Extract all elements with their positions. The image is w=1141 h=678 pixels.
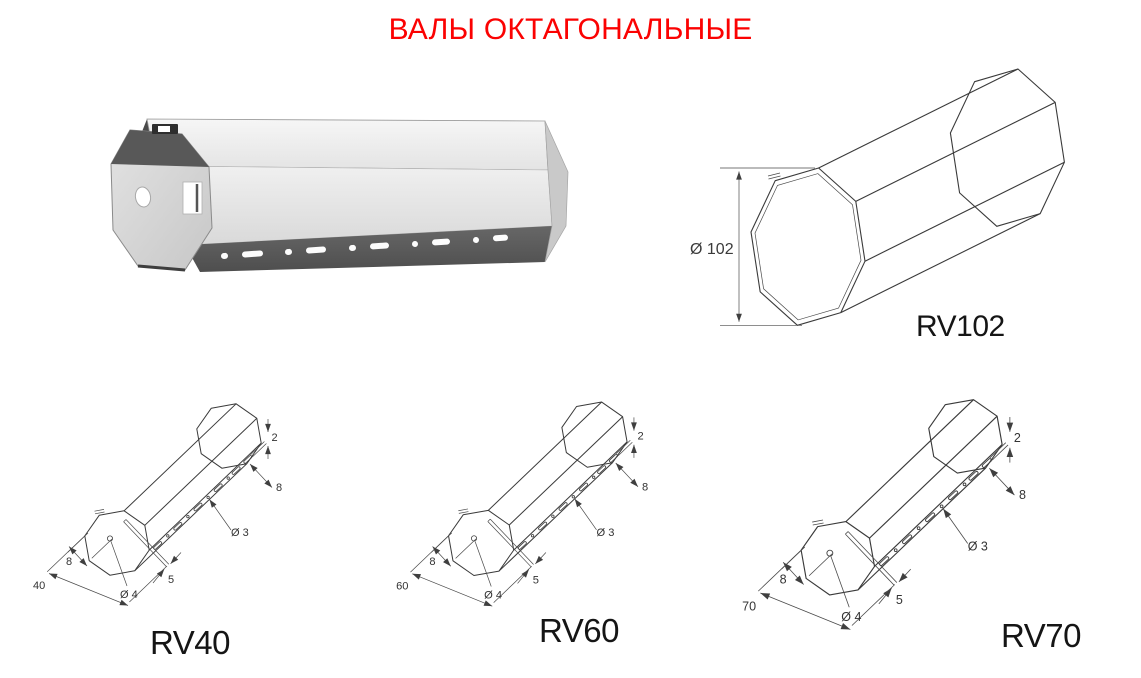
shaft-outline — [448, 401, 628, 577]
shaft-drawing-svg: 2 8 Ø 3 8 5 60 Ø 4 — [396, 401, 648, 607]
shaft-label: RV70 — [1001, 617, 1081, 654]
shaft-body — [130, 118, 569, 272]
shaft-drawing-svg: 2 8 Ø 3 8 5 40 Ø 4 — [33, 403, 282, 606]
dimension-lines: 2 8 Ø 3 8 5 40 Ø 4 — [33, 419, 282, 606]
end-cap-round-hole — [134, 186, 152, 208]
dim-side-hole: Ø 3 — [231, 527, 249, 539]
dim-groove-width: 5 — [168, 574, 174, 586]
dim-shaft-size: 40 — [33, 580, 45, 592]
dim-slot-height: 2 — [272, 432, 278, 444]
end-cap-slot-hole — [182, 181, 203, 215]
dim-end-hole: Ø 4 — [120, 589, 138, 601]
product-photo-art — [110, 118, 569, 272]
shaft-outline — [750, 68, 1065, 326]
dim-end-offset: 8 — [780, 572, 787, 586]
perforations — [879, 458, 992, 566]
dim-side-hole: Ø 3 — [596, 527, 614, 539]
end-face-hole — [107, 535, 114, 542]
end-face-hole — [826, 549, 834, 557]
rv102-diameter-text: Ø 102 — [690, 241, 734, 258]
perforation-slots — [221, 234, 508, 259]
end-face-hole — [470, 535, 478, 542]
rv102-drawing-svg: Ø 102 — [690, 68, 1065, 326]
dim-end-hole: Ø 4 — [484, 590, 502, 602]
shaft-drawing: 2 8 Ø 3 8 5 40 Ø 4 RV40 — [25, 383, 355, 661]
dim-end-offset: 8 — [66, 556, 72, 568]
page-title: ВАЛЫ ОКТАГОНАЛЬНЫЕ — [388, 13, 753, 46]
dimension-lines: 2 8 Ø 3 8 5 60 Ø 4 — [396, 417, 648, 607]
dim-end-hole: Ø 4 — [841, 610, 861, 624]
dim-slot-height: 2 — [637, 431, 643, 443]
dim-groove-width: 5 — [533, 574, 539, 586]
shaft-drawing: 2 8 Ø 3 8 5 70 Ø 4 RV70 — [733, 376, 1109, 661]
dim-slot-length: 8 — [1019, 488, 1026, 502]
dim-side-hole: Ø 3 — [968, 539, 988, 553]
shaft-drawing-svg: 2 8 Ø 3 8 5 70 Ø 4 — [742, 399, 1026, 630]
shaft-outline — [800, 399, 1003, 596]
shaft-label: RV60 — [539, 612, 619, 649]
dim-slot-length: 8 — [276, 482, 282, 494]
shaft-outline — [84, 403, 262, 576]
shaft-label: RV40 — [150, 624, 230, 661]
rv102-label: RV102 — [916, 310, 1005, 343]
dim-slot-length: 8 — [642, 481, 648, 493]
perforations — [153, 455, 253, 550]
dim-slot-height: 2 — [1014, 431, 1021, 445]
perforations — [517, 454, 618, 550]
dim-groove-width: 5 — [896, 593, 903, 607]
product-photo — [100, 112, 580, 292]
shaft-drawing: 2 8 Ø 3 8 5 60 Ø 4 RV60 — [388, 381, 722, 649]
dimension-lines: 2 8 Ø 3 8 5 70 Ø 4 — [742, 417, 1026, 630]
dim-shaft-size: 70 — [742, 600, 756, 614]
dim-end-offset: 8 — [429, 556, 435, 568]
rv102-drawing: Ø 102 RV102 — [680, 62, 1140, 362]
diameter-dimension: Ø 102 — [690, 167, 815, 326]
shaft-end-cap — [110, 124, 213, 272]
dim-shaft-size: 60 — [396, 580, 408, 592]
